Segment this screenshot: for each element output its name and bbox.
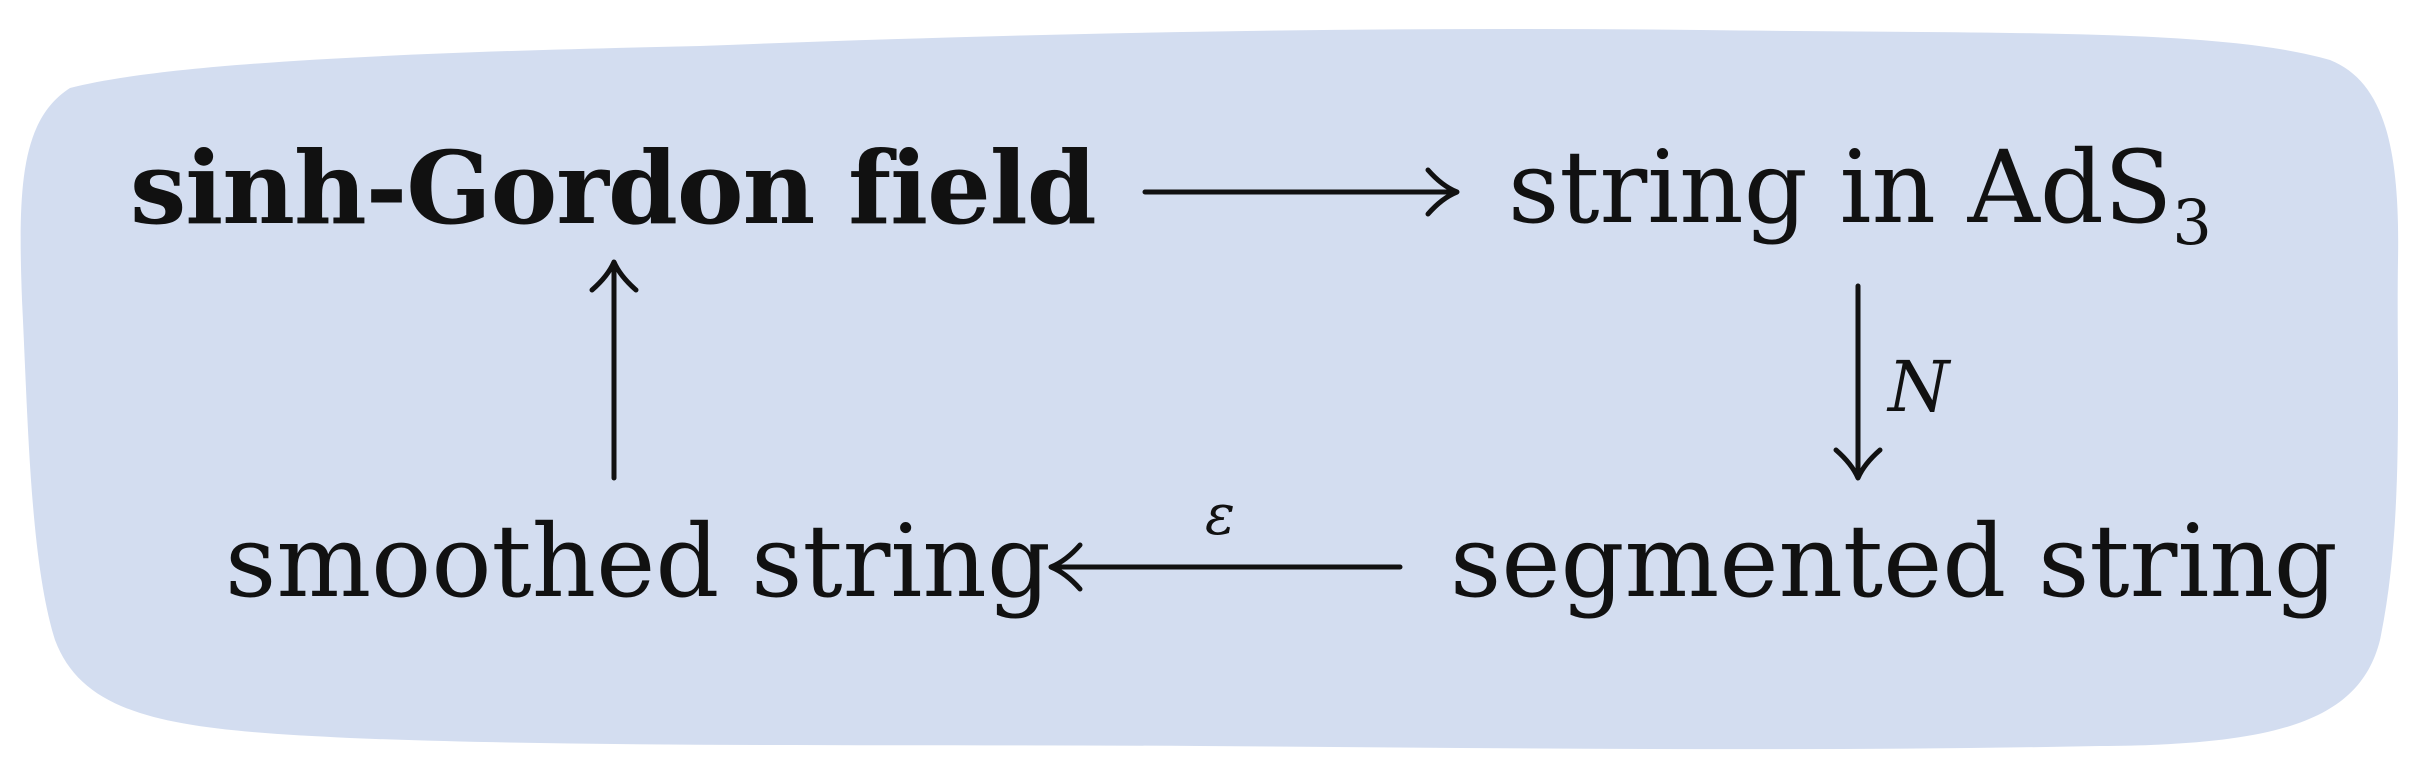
node-string-in-ads3: string in AdS3 <box>1508 138 2212 254</box>
node-sinh-gordon-field: sinh-Gordon field <box>130 129 1097 247</box>
node-segmented-string: segmented string <box>1450 503 2338 620</box>
node-string-main: string in AdS <box>1508 129 2173 246</box>
edge-label-n: N <box>1888 346 1950 428</box>
blob-shape <box>20 28 2399 750</box>
node-smoothed-string: smoothed string <box>225 503 1051 620</box>
node-string-subscript: 3 <box>2172 186 2212 259</box>
edge-label-epsilon: ε <box>1205 483 1236 548</box>
